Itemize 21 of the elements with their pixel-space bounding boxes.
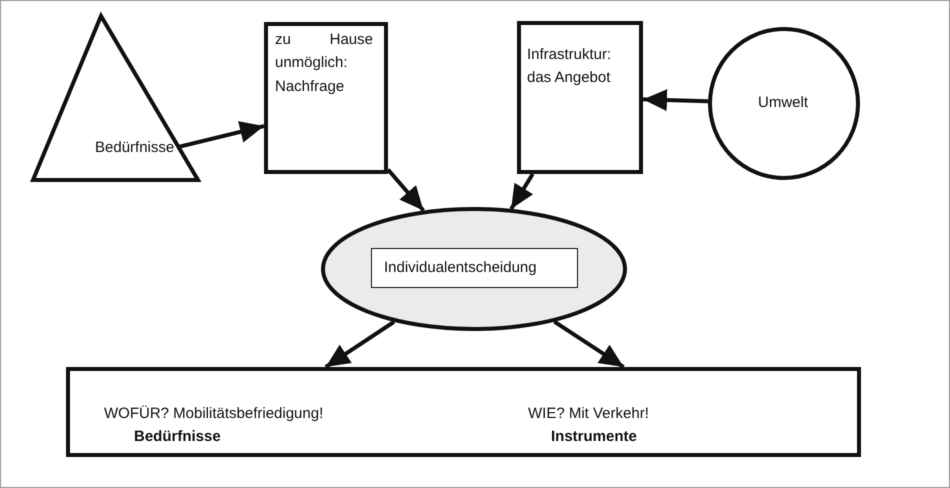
node-label: Umwelt xyxy=(758,93,808,113)
process-box xyxy=(66,367,861,457)
ellipse-shape xyxy=(708,27,860,180)
arrow xyxy=(553,320,625,369)
process-box xyxy=(371,248,578,288)
process-box xyxy=(517,21,643,174)
node-label: Infrastruktur: das Angebot xyxy=(527,45,612,88)
arrow xyxy=(324,320,396,369)
arrow xyxy=(510,172,534,210)
node-label: Individualentscheidung xyxy=(384,258,537,278)
node-label: zu Hause unmöglich: Nachfrage xyxy=(275,30,373,96)
node-label: WIE? Mit Verkehr! xyxy=(528,404,649,424)
category-label: Bedürfnisse xyxy=(134,427,221,447)
arrow xyxy=(178,121,264,149)
process-box xyxy=(264,22,388,174)
node-label: WOFÜR? Mobilitätsbefriedigung! xyxy=(104,404,324,424)
node-label: Bedürfnisse xyxy=(95,138,174,158)
arrow xyxy=(386,168,425,212)
arrow xyxy=(642,89,708,112)
triangle-shape xyxy=(30,12,202,182)
category-label: Instrumente xyxy=(551,427,637,447)
